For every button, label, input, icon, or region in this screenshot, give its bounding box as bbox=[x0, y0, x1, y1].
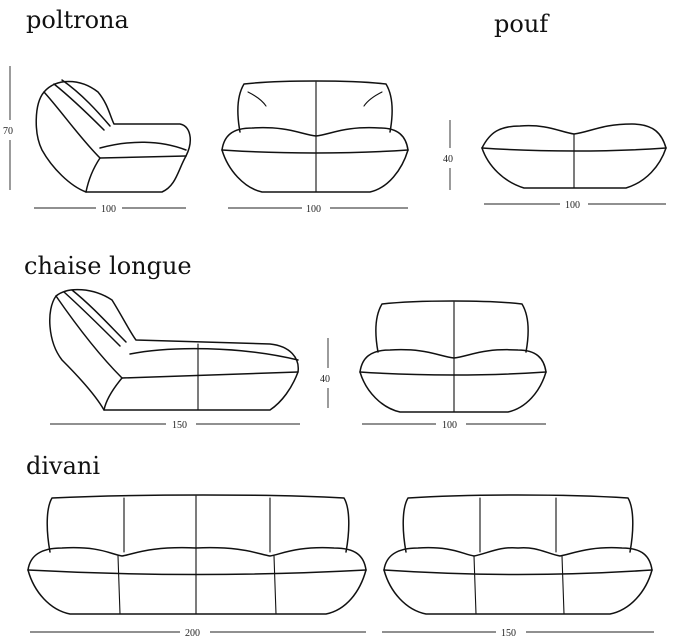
section-title-pouf: pouf bbox=[494, 10, 550, 38]
poltrona-front-width-dimension: 100 bbox=[228, 204, 408, 215]
poltrona-side-drawing bbox=[35, 79, 192, 193]
poltrona-side-width-dimension: 100 bbox=[34, 204, 186, 215]
pouf-drawing bbox=[481, 123, 667, 189]
divano-large-drawing bbox=[27, 494, 367, 615]
poltrona-height-dimension: 70 bbox=[3, 66, 13, 190]
divano-large-width-label: 200 bbox=[185, 628, 200, 639]
chaise-longue-height-label: 40 bbox=[320, 374, 330, 385]
divano-large-width-dimension: 200 bbox=[30, 628, 366, 639]
section-title-chaise-longue: chaise longue bbox=[24, 252, 192, 280]
pouf-width-dimension: 100 bbox=[484, 200, 666, 211]
pouf-height-label: 40 bbox=[443, 154, 453, 165]
section-title-poltrona: poltrona bbox=[26, 6, 129, 34]
chaise-longue-side-width-dimension: 150 bbox=[50, 420, 300, 431]
divano-small-width-label: 150 bbox=[501, 628, 516, 639]
divano-small-width-dimension: 150 bbox=[382, 628, 654, 639]
poltrona-height-label: 70 bbox=[3, 126, 13, 137]
poltrona-front-width-label: 100 bbox=[306, 204, 321, 215]
poltrona-front-drawing bbox=[221, 80, 409, 193]
poltrona-side-width-label: 100 bbox=[101, 204, 116, 215]
pouf-height-dimension: 40 bbox=[443, 120, 453, 190]
chaise-longue-side-drawing bbox=[49, 288, 299, 411]
chaise-longue-height-dimension: 40 bbox=[320, 338, 330, 408]
chaise-longue-front-width-label: 100 bbox=[442, 420, 457, 431]
section-title-divani: divani bbox=[26, 452, 100, 480]
chaise-longue-side-width-label: 150 bbox=[172, 420, 187, 431]
pouf-width-label: 100 bbox=[565, 200, 580, 211]
divano-small-drawing bbox=[383, 494, 653, 615]
chaise-longue-front-drawing bbox=[359, 300, 547, 413]
chaise-longue-front-width-dimension: 100 bbox=[362, 420, 546, 431]
